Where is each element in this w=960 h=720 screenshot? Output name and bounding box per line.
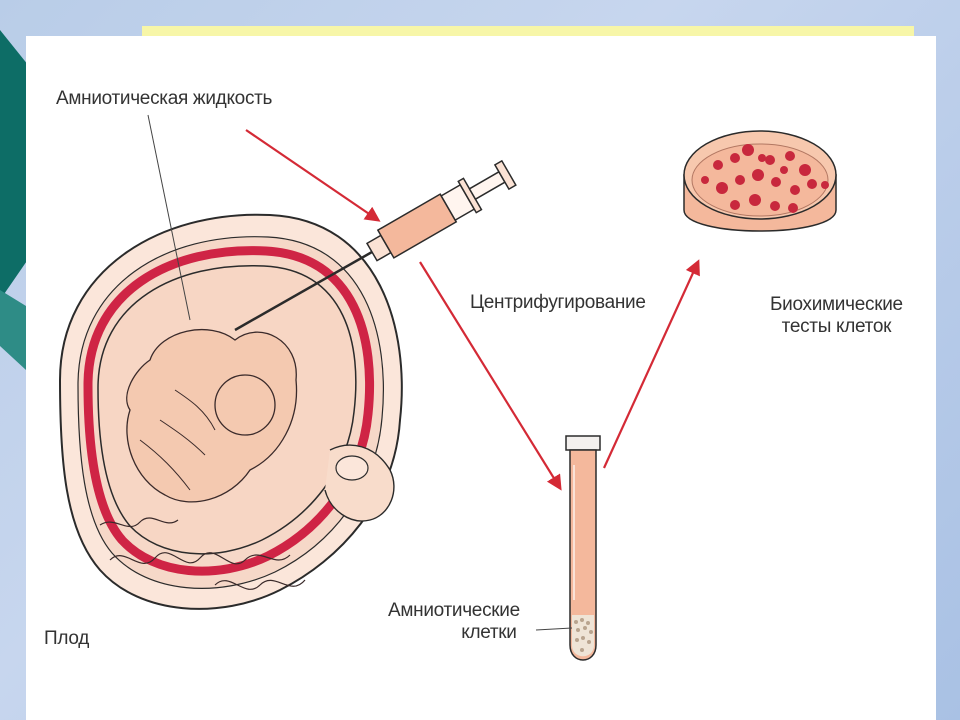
label-centrifugation: Центрифугирование (470, 292, 646, 313)
uterus-illustration (58, 114, 403, 610)
petri-dish-illustration (683, 130, 837, 232)
process-arrows (245, 129, 700, 491)
label-amniotic-cells-line2: клетки (461, 621, 517, 643)
label-biochemical-tests-line2: тесты клеток (781, 315, 892, 337)
label-amniotic-fluid: Амниотическая жидкость (56, 88, 273, 109)
label-fetus: Плод (44, 628, 89, 649)
label-amniotic-cells: Амниотические клетки (388, 600, 520, 644)
arrow-fluid-to-syringe (245, 129, 381, 222)
arrow-tube-to-dish (602, 259, 700, 469)
label-amniotic-cells-line1: Амниотические (388, 600, 520, 621)
teal-accent-tab (0, 30, 26, 300)
label-biochemical-tests: Биохимические тесты клеток (770, 294, 903, 338)
arrow-syringe-to-tube (419, 261, 562, 491)
syringe-illustration (234, 159, 517, 332)
label-biochemical-tests-line1: Биохимические (770, 294, 903, 315)
test-tube-illustration (535, 435, 601, 661)
